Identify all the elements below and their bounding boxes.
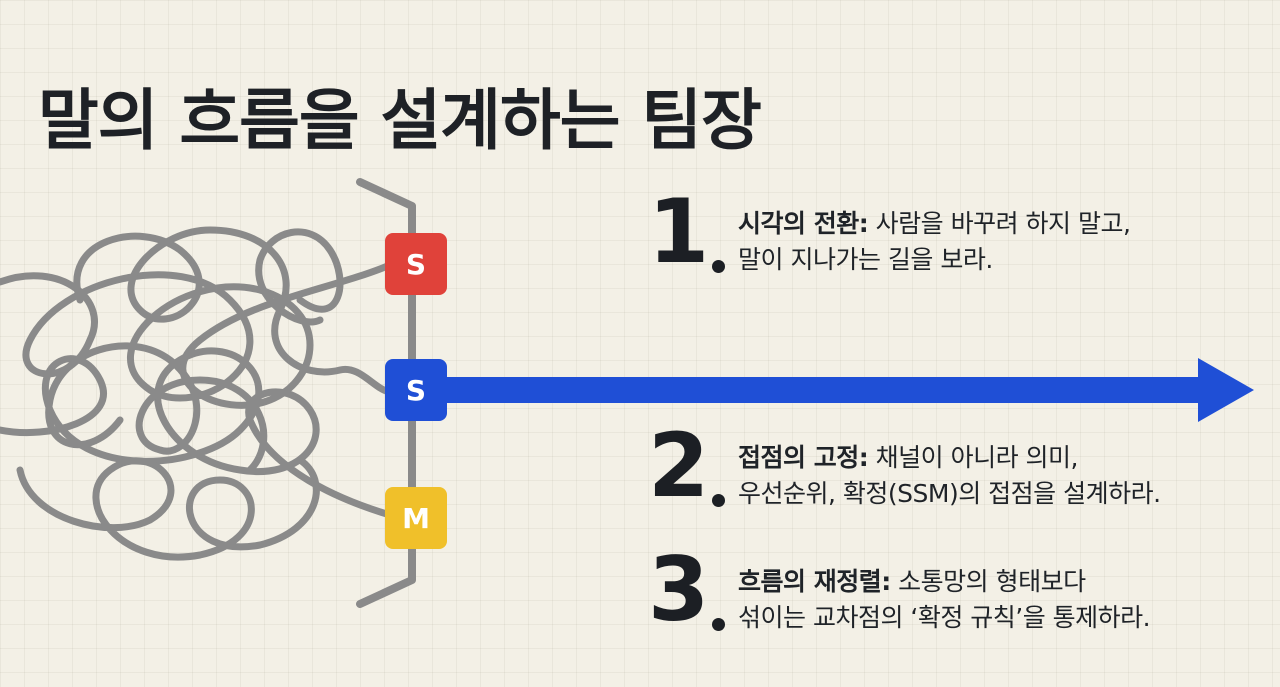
point-number: 1 [648, 180, 710, 283]
point-heading: 흐름의 재정렬: [738, 567, 891, 596]
svg-text:S: S [406, 248, 426, 281]
svg-text:M: M [402, 502, 430, 535]
tangled-lines [0, 226, 394, 561]
point-line1: 소통망의 형태보다 [890, 567, 1086, 596]
point-line2: 섞이는 교차점의 ‘확정 규칙’을 통제하라. [738, 602, 1151, 632]
point-line2: 말이 지나가는 길을 보라. [738, 244, 993, 274]
page-title: 말의 흐름을 설계하는 팀장 [38, 82, 762, 160]
point-number: 2 [648, 414, 710, 517]
point-text: 시각의 전환: 사람을 바꾸려 하지 말고, 말이 지나가는 길을 보라. [738, 206, 1278, 277]
number-dot [712, 494, 725, 507]
badge-m-yellow: M [385, 487, 447, 549]
point-line1: 사람을 바꾸려 하지 말고, [868, 209, 1131, 238]
number-dot [712, 260, 725, 273]
svg-text:S: S [406, 374, 426, 407]
point-line1: 채널이 아니라 의미, [868, 443, 1079, 472]
point-line2: 우선순위, 확정(SSM)의 접점을 설계하라. [738, 478, 1161, 508]
point-text: 흐름의 재정렬: 소통망의 형태보다 섞이는 교차점의 ‘확정 규칙’을 통제하… [738, 564, 1278, 635]
point-text: 접점의 고정: 채널이 아니라 의미, 우선순위, 확정(SSM)의 접점을 설… [738, 440, 1278, 511]
number-dot [712, 618, 725, 631]
point-heading: 접점의 고정: [738, 443, 869, 472]
point-item-1: 1 시각의 전환: 사람을 바꾸려 하지 말고, 말이 지나가는 길을 보라. [648, 188, 1268, 296]
flow-arrow [425, 358, 1254, 422]
point-heading: 시각의 전환: [738, 209, 869, 238]
point-item-3: 3 흐름의 재정렬: 소통망의 형태보다 섞이는 교차점의 ‘확정 규칙’을 통… [648, 546, 1268, 654]
point-number: 3 [648, 538, 710, 641]
badge-s-blue: S [385, 359, 447, 421]
badge-s-red: S [385, 233, 447, 295]
point-item-2: 2 접점의 고정: 채널이 아니라 의미, 우선순위, 확정(SSM)의 접점을… [648, 422, 1268, 530]
